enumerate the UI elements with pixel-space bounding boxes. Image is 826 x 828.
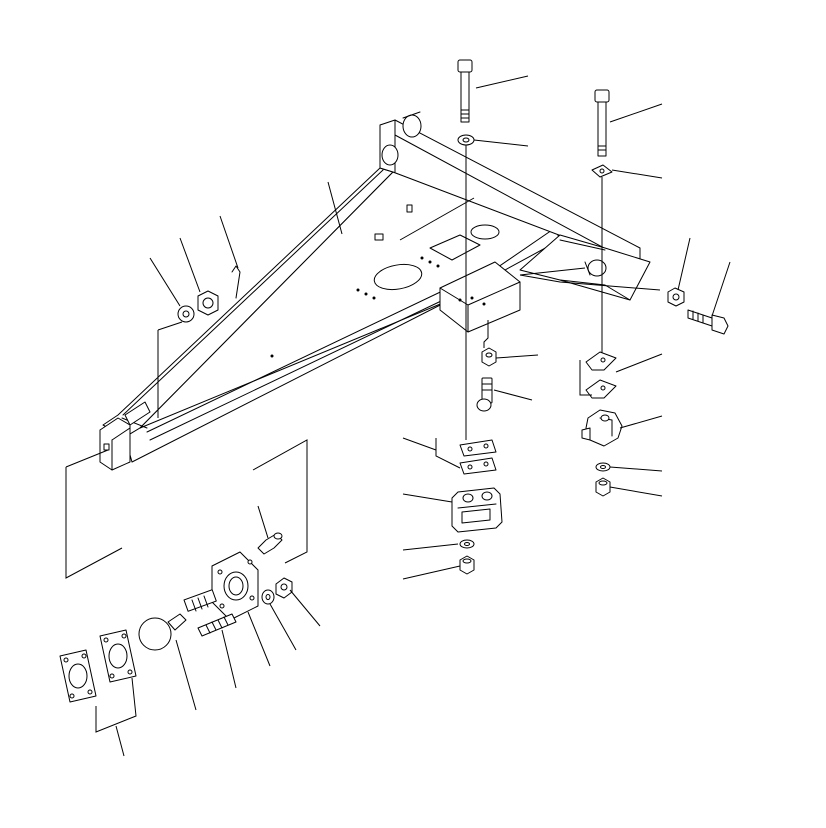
right-shim-lower <box>585 379 617 399</box>
right-bolt-axis <box>519 274 661 291</box>
left-washer <box>177 305 195 323</box>
center-lower-nut <box>459 555 475 575</box>
left-cotter-pin <box>231 265 241 299</box>
right-side-nut <box>667 287 685 307</box>
reference-brackets <box>65 360 592 733</box>
right-clamp-block <box>581 409 623 447</box>
left-nut <box>197 290 219 316</box>
left-nut-axis-branch <box>157 321 183 331</box>
center-pad-block <box>451 487 503 533</box>
main-frame <box>99 111 651 471</box>
gasket-plate-front <box>59 649 97 703</box>
ball-stud <box>138 589 217 651</box>
center-bolt-axis <box>483 320 489 348</box>
flange-nut <box>275 577 293 599</box>
center-lower-washer <box>459 539 475 549</box>
stud-bolt <box>197 613 237 637</box>
top-center-bolt <box>457 59 473 123</box>
top-center-washer <box>457 134 475 146</box>
top-right-square-washer <box>591 164 613 178</box>
bearing-flange-plate <box>211 551 259 621</box>
leader-lines <box>115 75 731 757</box>
right-lower-nut <box>595 477 611 497</box>
right-shim-upper <box>585 351 617 371</box>
flange-washer <box>261 589 275 605</box>
gasket-plate-rear <box>99 629 137 683</box>
center-shim-lower <box>459 457 497 475</box>
top-right-bolt <box>594 89 610 157</box>
grease-fitting <box>257 532 283 555</box>
center-hex-nut <box>481 347 497 367</box>
right-lower-washer <box>595 462 611 472</box>
center-shim-upper <box>459 439 497 457</box>
center-bolt <box>476 377 493 412</box>
right-side-bolt <box>687 309 729 335</box>
